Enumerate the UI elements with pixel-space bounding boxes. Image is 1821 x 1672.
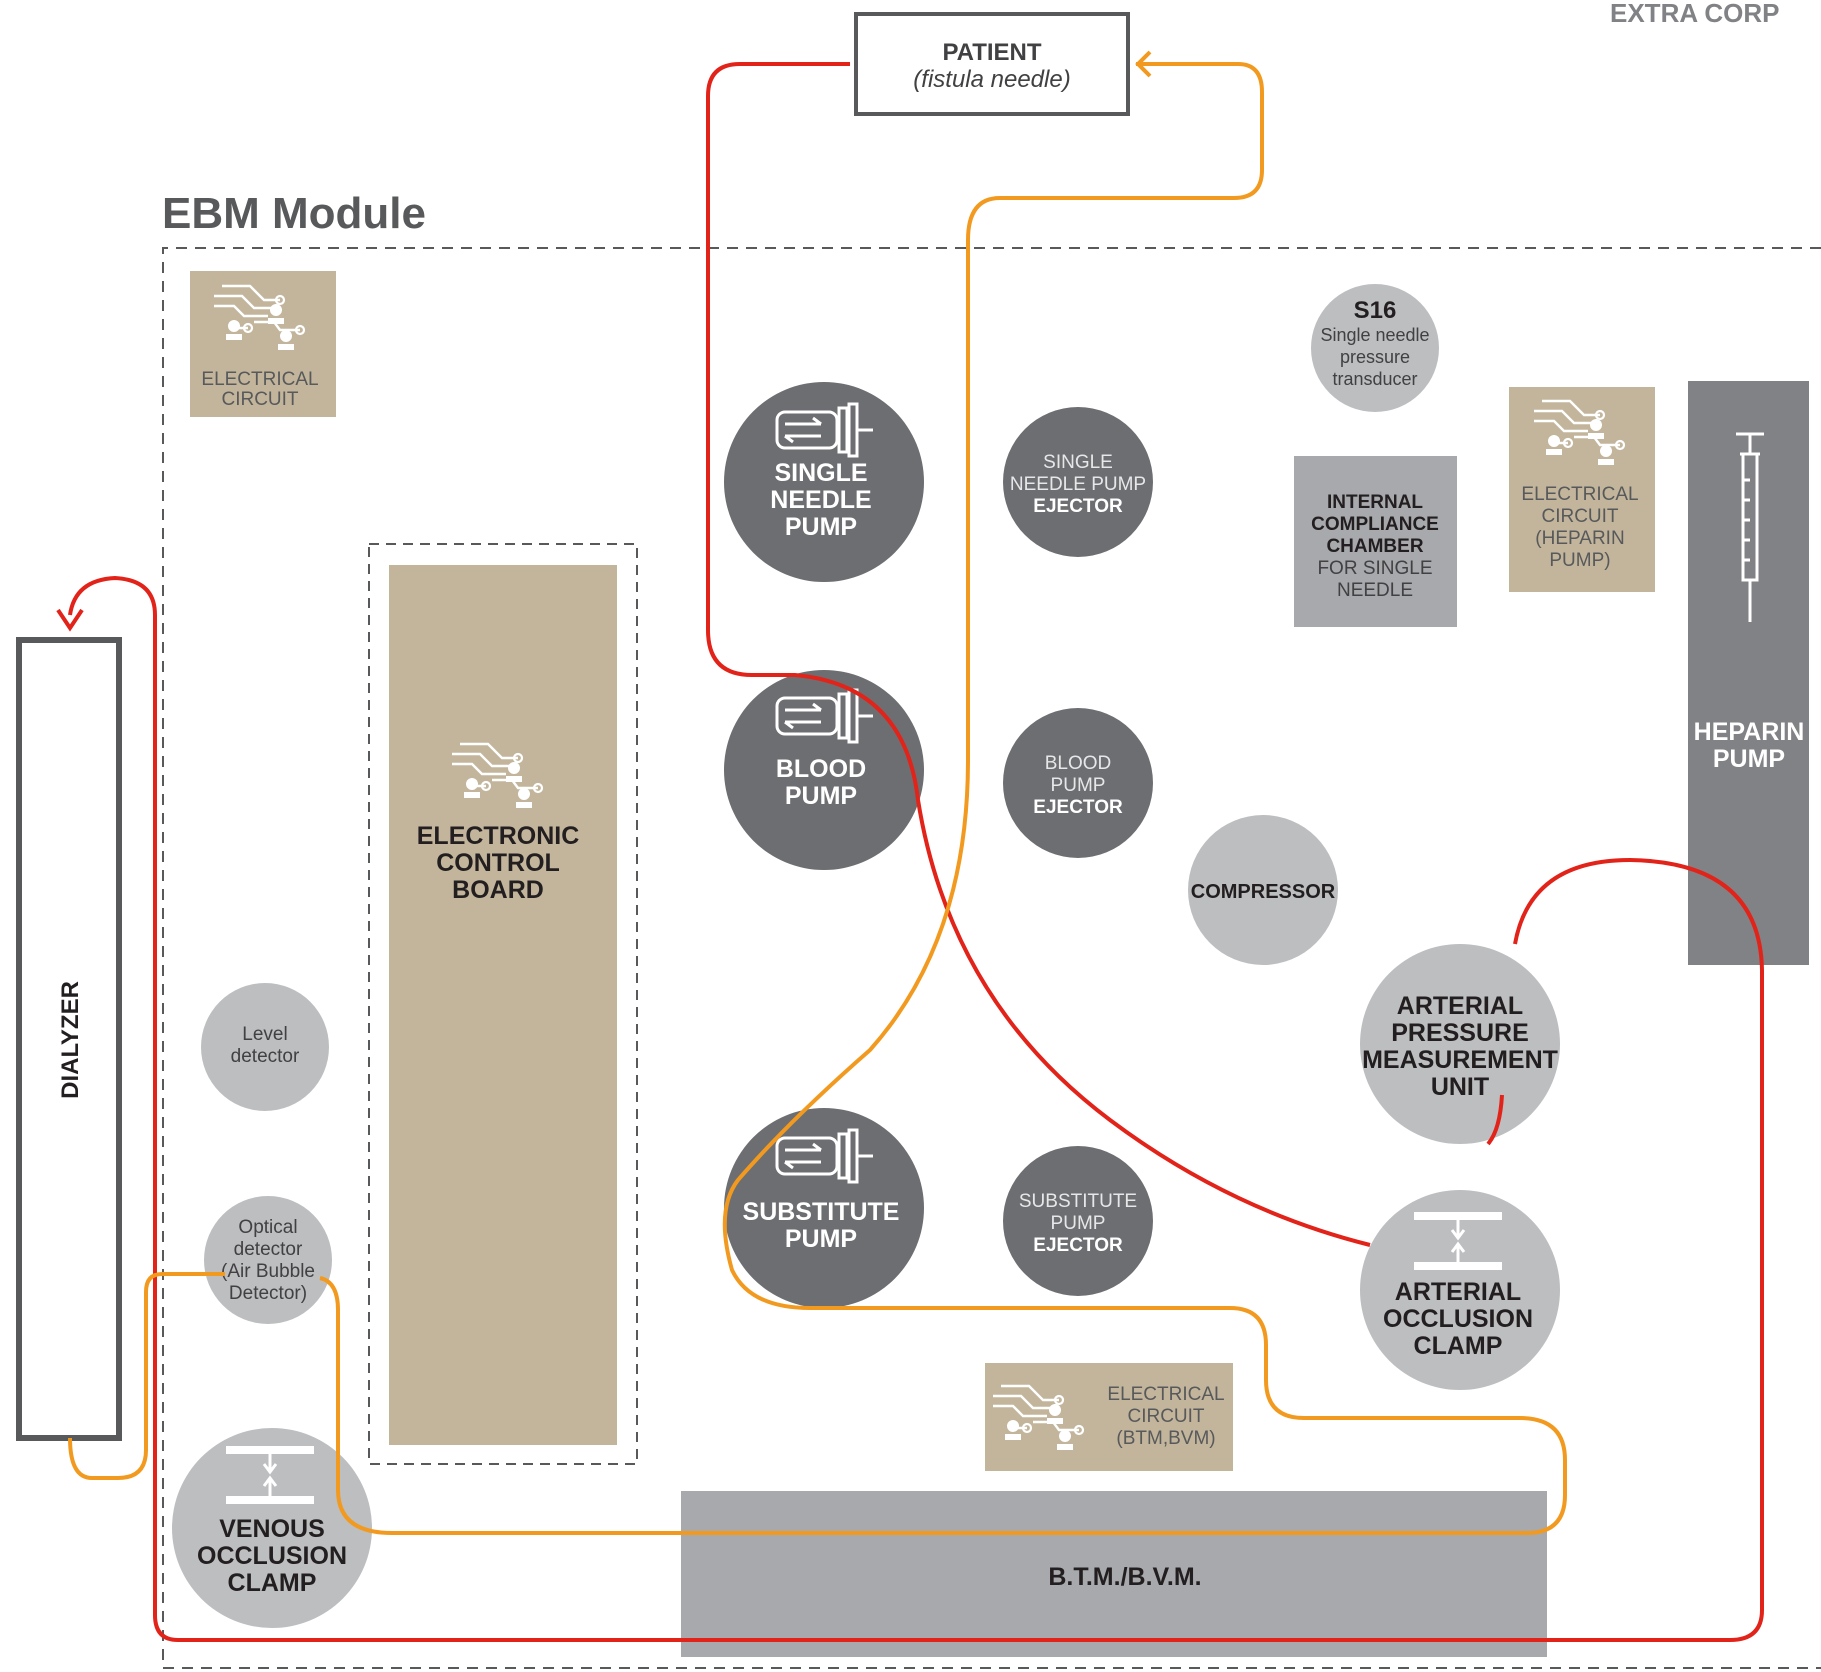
bp-ejector-label-2: PUMP — [1051, 775, 1106, 796]
optical-detector-label-4: Detector) — [229, 1283, 307, 1304]
optical-detector-label-3: (Air Bubble — [221, 1261, 315, 1282]
venous-blood-line — [68, 62, 1567, 1535]
electrical-circuit-btm-label-2: CIRCUIT — [1127, 1406, 1204, 1427]
level-detector-label-2: detector — [231, 1046, 300, 1067]
compliance-label-1: INTERNAL — [1327, 492, 1423, 513]
sp-ejector-label-2: PUMP — [1051, 1213, 1106, 1234]
venous-arrow-icon — [1135, 50, 1152, 78]
voc-label-2: OCCLUSION — [197, 1542, 347, 1570]
substitute-pump-ejector — [1003, 1146, 1153, 1296]
single-needle-pump-ejector — [1003, 407, 1153, 557]
electrical-circuit-heparin-label-2: CIRCUIT — [1541, 506, 1618, 527]
patient-box: PATIENT (fistula needle) — [854, 12, 1130, 116]
venous-occlusion-clamp — [172, 1428, 372, 1628]
electrical-circuit-heparin-label-4: PUMP) — [1549, 550, 1610, 571]
compliance-label-5: NEEDLE — [1337, 580, 1413, 601]
aoc-label-1: ARTERIAL — [1395, 1278, 1521, 1306]
dialyzer-label: DIALYZER — [57, 981, 84, 1099]
electrical-circuit-btm-label-1: ELECTRICAL — [1107, 1384, 1224, 1405]
substitute-pump-label-2: PUMP — [785, 1225, 857, 1253]
compliance-label-3: CHAMBER — [1326, 536, 1423, 557]
electrical-circuit-top-label-2: CIRCUIT — [221, 389, 298, 410]
single-needle-pump-label-3: PUMP — [785, 513, 857, 541]
internal-compliance-chamber — [1294, 456, 1457, 627]
dialyzer-box: DIALYZER — [16, 637, 122, 1441]
blood-pump-label-2: PUMP — [785, 782, 857, 810]
substitute-pump-label-1: SUBSTITUTE — [743, 1198, 900, 1226]
sp-ejector-label-3: EJECTOR — [1033, 1235, 1123, 1256]
blood-pump — [724, 670, 924, 870]
voc-label-3: CLAMP — [228, 1569, 317, 1597]
syringe-icon — [1736, 432, 1764, 622]
single-needle-pump — [724, 382, 924, 582]
sn-ejector-label-1: SINGLE — [1043, 452, 1113, 473]
electrical-circuit-btm-label-3: (BTM,BVM) — [1116, 1428, 1215, 1449]
electronic-control-board — [389, 565, 617, 1445]
module-title: EBM Module — [162, 189, 426, 238]
control-board-label-3: BOARD — [452, 876, 544, 904]
s16-transducer — [1311, 284, 1439, 412]
arterial-pressure-unit — [1360, 944, 1560, 1144]
bp-ejector-label-3: EJECTOR — [1033, 797, 1123, 818]
control-board-label-1: ELECTRONIC — [417, 822, 580, 850]
level-detector — [201, 983, 329, 1111]
sp-ejector-label-1: SUBSTITUTE — [1019, 1191, 1137, 1212]
optical-detector-label-2: detector — [234, 1239, 303, 1260]
level-detector-label-1: Level — [242, 1024, 287, 1045]
arterial-arrow-icon — [56, 608, 84, 632]
compressor — [1188, 815, 1338, 965]
single-needle-pump-label-1: SINGLE — [774, 459, 867, 487]
substitute-pump — [724, 1108, 924, 1308]
heparin-pump-label-1: HEPARIN — [1694, 718, 1805, 746]
apmu-label-2: PRESSURE — [1391, 1019, 1529, 1047]
electrical-circuit-heparin — [1509, 387, 1655, 592]
btm-bvm-label: B.T.M./B.V.M. — [1048, 1563, 1201, 1591]
sn-ejector-label-3: EJECTOR — [1033, 496, 1123, 517]
electrical-circuit-heparin-label-1: ELECTRICAL — [1521, 484, 1638, 505]
s16-label-4: transducer — [1332, 369, 1417, 389]
electrical-circuit-top-label-1: ELECTRICAL — [201, 369, 318, 390]
compliance-label-2: COMPLIANCE — [1311, 514, 1439, 535]
compliance-label-4: FOR SINGLE — [1317, 558, 1432, 579]
single-needle-pump-label-2: NEEDLE — [770, 486, 871, 514]
heparin-pump-label-2: PUMP — [1713, 745, 1785, 773]
electrical-circuit-heparin-label-3: (HEPARIN — [1535, 528, 1624, 549]
aoc-label-2: OCCLUSION — [1383, 1305, 1533, 1333]
btm-bvm-bar — [681, 1491, 1547, 1657]
optical-detector — [204, 1196, 332, 1324]
apmu-label-3: MEASUREMENT — [1362, 1046, 1558, 1074]
blood-pump-ejector — [1003, 708, 1153, 858]
voc-label-1: VENOUS — [219, 1515, 325, 1543]
heparin-pump — [1688, 381, 1809, 965]
s16-label-3: pressure — [1340, 347, 1410, 367]
apmu-label-1: ARTERIAL — [1397, 992, 1523, 1020]
s16-label-2: Single needle — [1320, 325, 1429, 345]
optical-detector-label-1: Optical — [238, 1217, 297, 1238]
bp-ejector-label-1: BLOOD — [1045, 753, 1112, 774]
patient-title: PATIENT — [942, 39, 1041, 66]
blood-pump-label-1: BLOOD — [776, 755, 866, 783]
sn-ejector-label-2: NEEDLE PUMP — [1010, 474, 1146, 495]
header-right-title: EXTRA CORP — [1610, 0, 1780, 28]
arterial-blood-line — [68, 62, 1764, 1642]
s16-label-1: S16 — [1354, 297, 1397, 324]
patient-subtitle: (fistula needle) — [913, 66, 1070, 93]
aoc-label-3: CLAMP — [1414, 1332, 1503, 1360]
compressor-label: COMPRESSOR — [1191, 881, 1336, 903]
control-board-label-2: CONTROL — [436, 849, 560, 877]
apmu-label-4: UNIT — [1431, 1073, 1489, 1101]
arterial-occlusion-clamp — [1360, 1190, 1560, 1390]
